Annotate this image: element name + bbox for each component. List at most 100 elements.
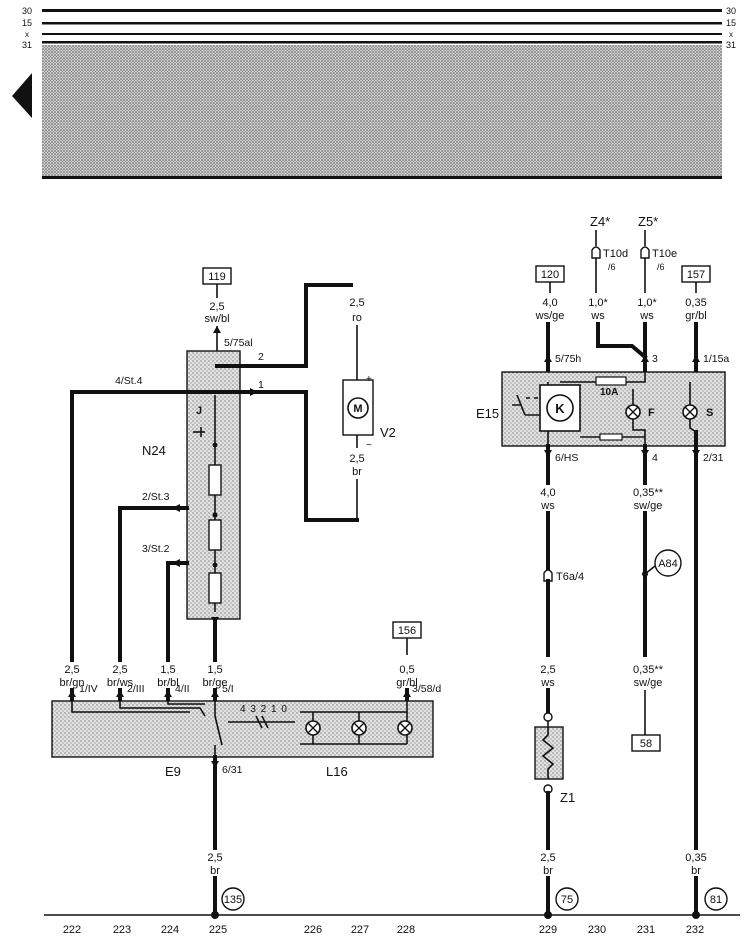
resistor-1	[208, 464, 222, 496]
ref-157-label: 157	[687, 269, 705, 281]
ref-120-label: 120	[541, 269, 559, 281]
t10d-connector-icon	[591, 246, 601, 259]
rail-label-15-right: 15	[726, 18, 736, 28]
pin-631: 6/31	[222, 764, 243, 776]
w225b-size: 2,5	[207, 852, 222, 864]
ground-81-label: 81	[710, 894, 722, 906]
wire-st3	[118, 506, 189, 662]
t10e-connector-icon	[640, 246, 650, 259]
v2-label: V2	[380, 425, 396, 440]
rail-label-x: x	[25, 30, 29, 39]
pin-4ii: 4/II	[175, 683, 190, 695]
motor-label: M	[353, 403, 362, 415]
rail-label-30: 30	[22, 6, 32, 16]
fuse-10a	[595, 376, 627, 386]
pin-358d: 3/58/d	[412, 683, 441, 695]
pin-4st4: 4/St.4	[115, 375, 143, 387]
rail-label-x-right: x	[729, 30, 733, 39]
pin-575al: 5/75al	[224, 337, 253, 349]
w224-color: br/bl	[157, 677, 178, 689]
wv2-bot-size: 2,5	[349, 453, 364, 465]
wz5-color: ws	[639, 310, 654, 322]
wv2-top-color: ro	[352, 312, 362, 324]
w119-size: 2,5	[209, 301, 224, 313]
ref-119-label: 119	[208, 271, 226, 283]
w231b-color: sw/ge	[634, 677, 663, 689]
pin-4: 4	[652, 452, 658, 464]
ground-point-81[interactable]	[704, 887, 728, 911]
t10e-pin: /6	[657, 262, 665, 272]
j-label: J	[196, 405, 202, 417]
w228-color: gr/bl	[396, 677, 417, 689]
t6a-label: T6a/4	[556, 571, 584, 583]
rail-label-15: 15	[22, 18, 32, 28]
z5-label: Z5*	[638, 214, 658, 229]
svg-text:−: −	[366, 440, 372, 451]
wire-v2-feed	[215, 283, 353, 368]
rail-label-30-right: 30	[726, 6, 736, 16]
e9-switch-block	[51, 700, 434, 758]
ground-point-135[interactable]	[221, 887, 245, 911]
wz5-size: 1,0*	[637, 297, 657, 309]
w225-color: br/ge	[202, 677, 227, 689]
wv2-top-size: 2,5	[349, 297, 364, 309]
pin-2st3: 2/St.3	[142, 491, 170, 503]
track-225: 225	[209, 924, 227, 936]
n24-label: N24	[142, 443, 166, 458]
motor-icon	[347, 397, 369, 419]
pin-6hs: 6/HS	[555, 452, 578, 464]
w231-size: 0,35**	[633, 487, 664, 499]
wz4-color: ws	[590, 310, 605, 322]
t10d-label: T10d	[603, 248, 628, 260]
pin-3st2: 3/St.2	[142, 543, 170, 555]
previous-page-arrow-icon[interactable]	[12, 73, 32, 118]
t10d-pin: /6	[608, 262, 616, 272]
z1-label: Z1	[560, 790, 575, 805]
w229b-size: 2,5	[540, 664, 555, 676]
w224-size: 1,5	[160, 664, 175, 676]
t10e-label: T10e	[652, 248, 677, 260]
rail-label-31-right: 31	[726, 40, 736, 50]
ref-156-label: 156	[398, 625, 416, 637]
w232-color: br	[691, 865, 701, 877]
w223-color: br/ws	[107, 677, 134, 689]
ground-135-label: 135	[224, 894, 242, 906]
pin-575h: 5/75h	[555, 353, 581, 365]
l16-label: L16	[326, 764, 348, 779]
pin-231: 2/31	[703, 452, 724, 464]
ground-point-75[interactable]	[555, 887, 579, 911]
ref-58-label: 58	[640, 738, 652, 750]
track-232: 232	[686, 924, 704, 936]
switch-positions: 4 3 2 1 0	[240, 704, 288, 715]
track-numbers: 222 223 224 225 226 227 228 229 230 231 …	[63, 924, 704, 936]
wire-st2	[166, 561, 189, 662]
w231b-size: 0,35**	[633, 664, 664, 676]
track-227: 227	[351, 924, 369, 936]
track-223: 223	[113, 924, 131, 936]
fuse-label: 10A	[600, 387, 618, 398]
rail-label-31: 31	[22, 40, 32, 50]
pin-1: 1	[258, 379, 264, 391]
w120-color: ws/ge	[535, 310, 565, 322]
w229c-size: 2,5	[540, 852, 555, 864]
track-226: 226	[304, 924, 322, 936]
w229c-color: br	[543, 865, 553, 877]
track-228: 228	[397, 924, 415, 936]
resistor-3	[208, 572, 222, 604]
track-231: 231	[637, 924, 655, 936]
track-229: 229	[539, 924, 557, 936]
wire-st4	[70, 390, 189, 662]
f-label: F	[648, 407, 655, 419]
lamp-2-icon	[351, 712, 367, 744]
a84-connector-icon[interactable]	[654, 549, 682, 577]
pin-2iii: 2/III	[127, 683, 145, 695]
track-224: 224	[161, 924, 179, 936]
ref-box-58[interactable]	[631, 734, 661, 752]
w157-color: gr/bl	[685, 310, 706, 322]
w120-size: 4,0	[542, 297, 557, 309]
e9-label: E9	[165, 764, 181, 779]
k-label: K	[555, 401, 565, 416]
wz4-size: 1,0*	[588, 297, 608, 309]
w229-color: ws	[540, 500, 555, 512]
